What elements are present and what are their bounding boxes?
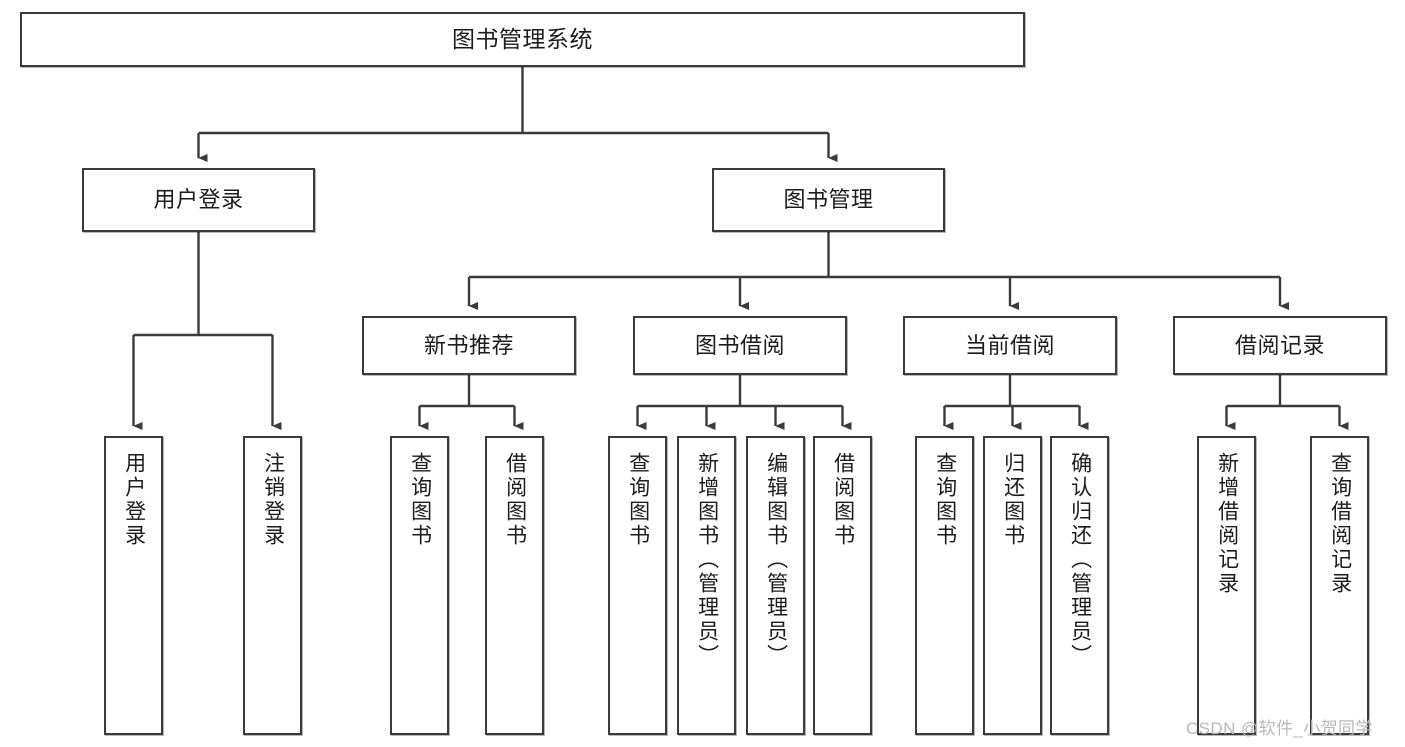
node-label: 新增借阅记录	[1215, 452, 1239, 596]
node-leaf-query-book-1[interactable]: 查询图书	[390, 436, 449, 735]
node-label: 查询图书	[626, 452, 650, 548]
node-label: 编辑图书（管理员）	[764, 452, 788, 668]
node-label: 借阅图书	[831, 452, 855, 548]
node-current-borrow[interactable]: 当前借阅	[903, 316, 1117, 375]
node-label: 查询图书	[408, 452, 432, 548]
node-label: 图书管理	[783, 187, 874, 213]
node-label: 借阅图书	[503, 452, 527, 548]
node-leaf-add-record[interactable]: 新增借阅记录	[1197, 436, 1256, 735]
node-leaf-query-book-2[interactable]: 查询图书	[608, 436, 667, 735]
node-label: 图书管理系统	[452, 26, 593, 53]
node-label: 新增图书（管理员）	[695, 452, 719, 668]
connector-lines	[132, 67, 1349, 431]
node-label: 注销登录	[261, 452, 285, 548]
node-leaf-add-book[interactable]: 新增图书（管理员）	[677, 436, 736, 735]
node-label: 用户登录	[122, 452, 146, 548]
node-label: 用户登录	[153, 187, 244, 213]
node-leaf-logout-login[interactable]: 注销登录	[243, 436, 302, 735]
node-label: 当前借阅	[964, 332, 1055, 358]
node-leaf-return-book[interactable]: 归还图书	[983, 436, 1042, 735]
node-book-manage[interactable]: 图书管理	[712, 168, 945, 232]
node-borrow-record[interactable]: 借阅记录	[1173, 316, 1387, 375]
node-book-borrow[interactable]: 图书借阅	[633, 316, 847, 375]
node-leaf-query-record[interactable]: 查询借阅记录	[1310, 436, 1369, 735]
node-leaf-user-login[interactable]: 用户登录	[104, 436, 163, 735]
node-root-system[interactable]: 图书管理系统	[20, 12, 1025, 67]
node-leaf-borrow-book-1[interactable]: 借阅图书	[485, 436, 544, 735]
node-label: 归还图书	[1001, 452, 1025, 548]
node-user-login[interactable]: 用户登录	[82, 168, 315, 232]
node-new-book-recommend[interactable]: 新书推荐	[362, 316, 576, 375]
node-leaf-confirm-return[interactable]: 确认归还（管理员）	[1050, 436, 1109, 735]
node-label: 图书借阅	[694, 332, 785, 358]
node-leaf-query-book-3[interactable]: 查询图书	[915, 436, 974, 735]
node-leaf-borrow-book-2[interactable]: 借阅图书	[813, 436, 872, 735]
node-label: 确认归还（管理员）	[1068, 452, 1092, 668]
node-label: 查询图书	[933, 452, 957, 548]
node-label: 借阅记录	[1234, 332, 1325, 358]
node-label: 查询借阅记录	[1328, 452, 1352, 596]
node-leaf-edit-book[interactable]: 编辑图书（管理员）	[746, 436, 805, 735]
node-label: 新书推荐	[423, 332, 514, 358]
